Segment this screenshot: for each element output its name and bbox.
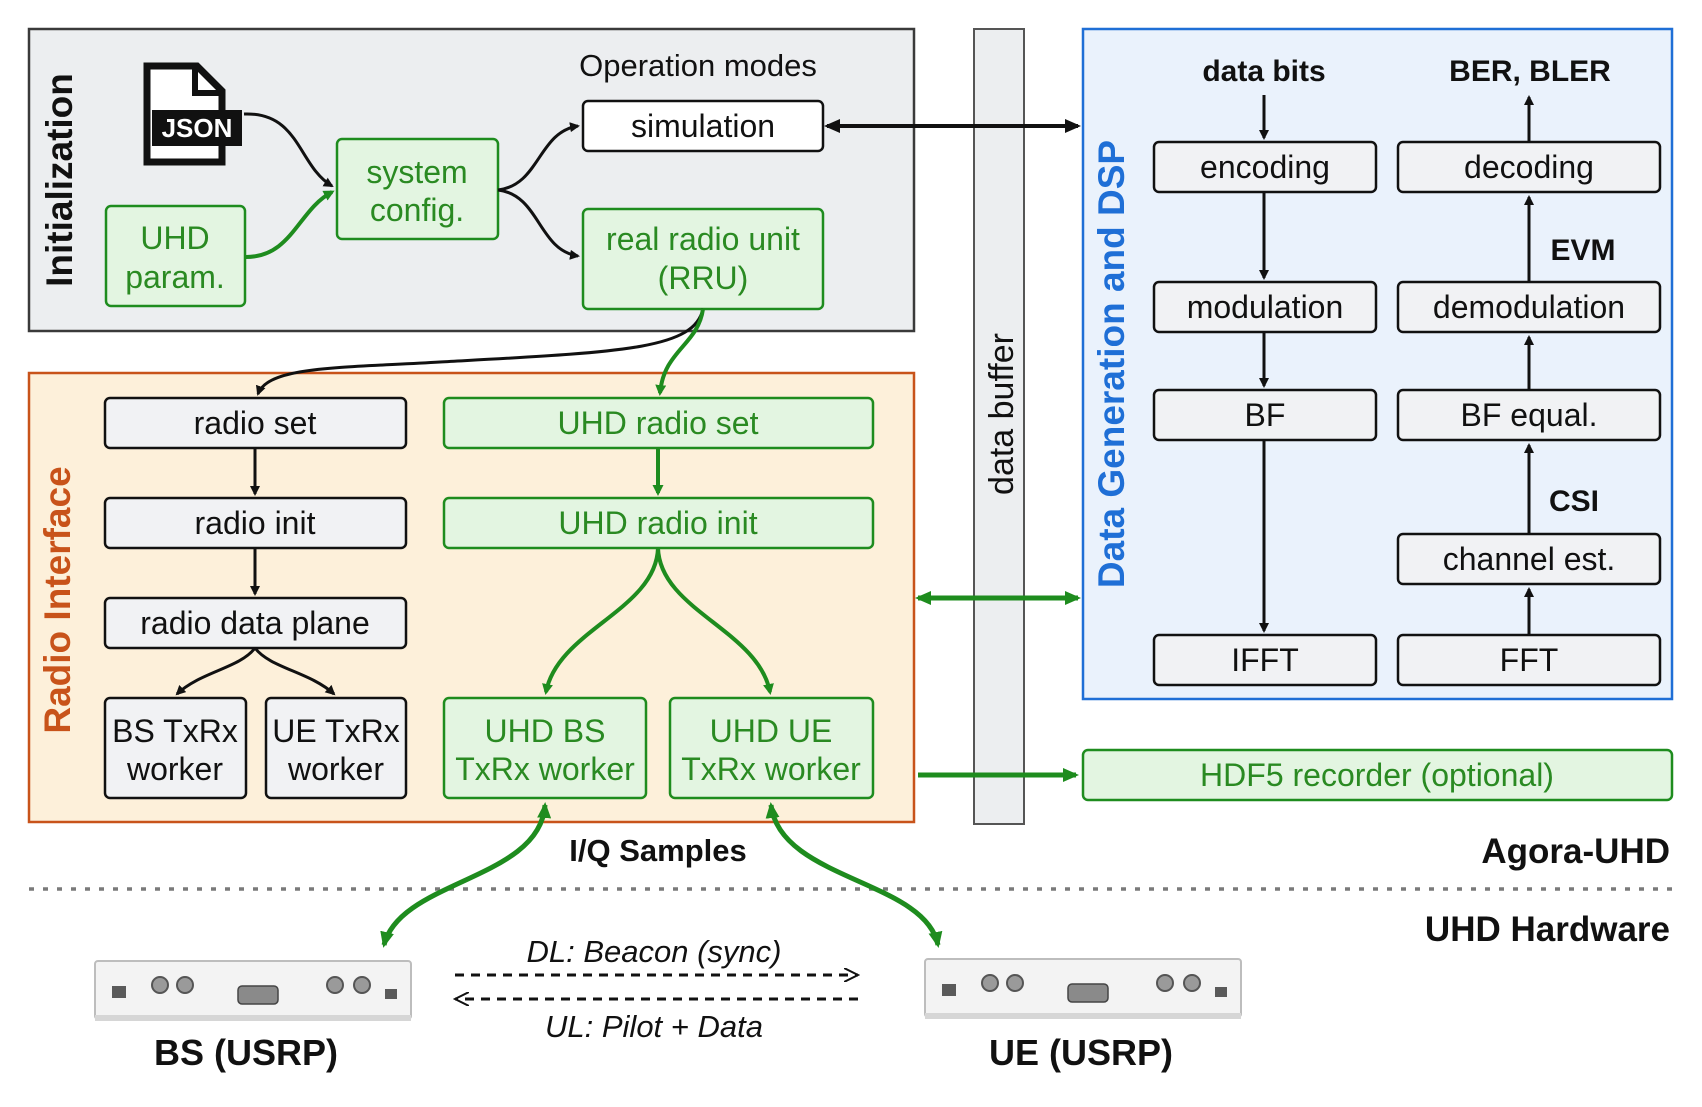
radio-interface-title: Radio Interface (37, 466, 78, 733)
agora-uhd-label: Agora-UHD (1481, 832, 1670, 871)
uhd-param-label-1: UHD (140, 220, 209, 256)
evm-label: EVM (1550, 234, 1615, 267)
arrow-uhd-init-to-ue-worker (656, 547, 774, 695)
dsp-title: Data Generation and DSP (1091, 140, 1132, 588)
uhd-param-label-2: param. (125, 259, 225, 295)
ifft-label: IFFT (1231, 642, 1299, 678)
json-file-icon: JSON (143, 62, 242, 166)
demodulation-label: demodulation (1433, 289, 1625, 325)
arrow-bs-worker-to-bs-usrp (380, 802, 552, 948)
downlink-label: DL: Beacon (sync) (527, 934, 782, 969)
arrow-ue-worker-to-ue-usrp (765, 802, 943, 948)
csi-label: CSI (1549, 485, 1599, 518)
arrow-config-to-simulation (497, 122, 580, 192)
uhd-ue-txrx-worker-box (668, 696, 875, 800)
uhd-bs-txrx-worker-label-2: TxRx worker (455, 751, 635, 787)
encoding-label: encoding (1200, 149, 1330, 185)
uhd-bs-txrx-worker-label-1: UHD BS (485, 713, 606, 749)
operation-modes-label: Operation modes (579, 48, 817, 83)
tx-input-label: data bits (1202, 55, 1325, 88)
system-config-label-2: config. (370, 192, 464, 228)
hdf5-recorder-box (1081, 748, 1674, 802)
uhd-bs-txrx-worker-box (442, 696, 648, 800)
initialization-title: Initialization (39, 73, 80, 287)
ue-usrp-device-icon (924, 958, 1242, 1019)
bs-usrp-label: BS (USRP) (154, 1032, 338, 1073)
rru-label-1: real radio unit (606, 221, 800, 257)
arrow-uhd-init-to-bs-worker (542, 547, 660, 695)
fft-label: FFT (1500, 642, 1559, 678)
arrow-rru-to-uhd-radio-set (655, 308, 705, 396)
uhd-radio-set-label: UHD radio set (558, 405, 759, 441)
arrow-uhd-param-to-config (245, 190, 335, 259)
arrow-data-plane-to-ue-worker (253, 647, 336, 696)
arrow-json-to-config (243, 112, 334, 188)
json-badge-label: JSON (162, 113, 233, 143)
bf-label: BF (1245, 397, 1286, 433)
rru-label-2: (RRU) (658, 260, 749, 296)
modulation-label: modulation (1187, 289, 1344, 325)
dsp-panel (1081, 27, 1674, 701)
simulation-label: simulation (631, 108, 775, 144)
iq-samples-label: I/Q Samples (569, 833, 746, 868)
radio-set-label: radio set (194, 405, 317, 441)
channel-est-label: channel est. (1443, 541, 1616, 577)
simulation-box (581, 99, 825, 153)
rx-output-label: BER, BLER (1449, 55, 1611, 88)
uhd-ue-txrx-worker-label-1: UHD UE (710, 713, 833, 749)
system-config-label-1: system (366, 154, 467, 190)
bs-txrx-worker-label-1: BS TxRx (112, 713, 238, 749)
hdf5-recorder-label: HDF5 recorder (optional) (1200, 757, 1554, 793)
bs-txrx-worker-label-2: worker (126, 751, 223, 787)
ue-txrx-worker-box (264, 696, 408, 800)
bf-equal-label: BF equal. (1461, 397, 1598, 433)
radio-init-label: radio init (195, 505, 316, 541)
ifft-box (1152, 633, 1378, 687)
arrow-config-to-rru (497, 188, 580, 260)
arrow-data-plane-to-bs-worker (175, 647, 257, 696)
ue-txrx-worker-label-1: UE TxRx (272, 713, 399, 749)
bs-usrp-device-icon (94, 960, 412, 1021)
uplink-label: UL: Pilot + Data (545, 1009, 763, 1044)
uhd-hardware-label: UHD Hardware (1425, 910, 1670, 949)
data-buffer-bar (973, 28, 1025, 825)
uhd-ue-txrx-worker-label-2: TxRx worker (681, 751, 861, 787)
decoding-label: decoding (1464, 149, 1594, 185)
uhd-radio-init-label: UHD radio init (558, 505, 757, 541)
ue-usrp-label: UE (USRP) (989, 1032, 1173, 1073)
data-buffer-label: data buffer (983, 333, 1021, 495)
uhd-param-box (104, 204, 247, 308)
ue-txrx-worker-label-2: worker (287, 751, 384, 787)
bs-txrx-worker-box (103, 696, 248, 800)
arrow-rru-to-radio-set (256, 308, 705, 396)
radio-data-plane-label: radio data plane (140, 605, 370, 641)
